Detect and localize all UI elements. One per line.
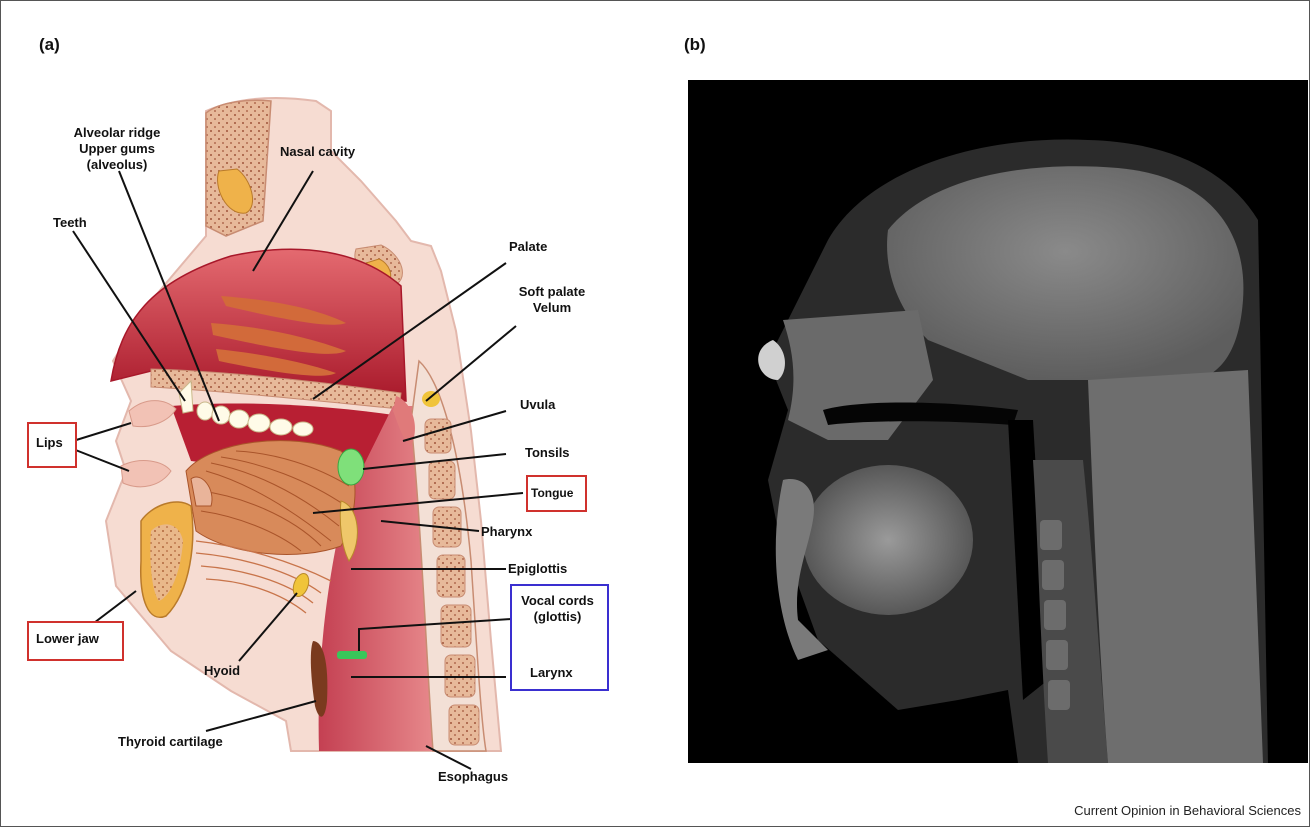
label-epiglottis: Epiglottis (508, 561, 567, 577)
label-alveolar: Alveolar ridge Upper gums (alveolus) (61, 125, 173, 173)
label-soft-palate-line2: Velum (516, 300, 588, 316)
label-lips: Lips (36, 435, 63, 451)
label-alveolar-line1: Alveolar ridge (61, 125, 173, 141)
label-palate: Palate (509, 239, 547, 255)
label-vocal-cords-line1: Vocal cords (512, 593, 603, 609)
label-thyroid-cartilage: Thyroid cartilage (118, 734, 223, 750)
panel-a-anatomy: (a) (1, 1, 661, 827)
skull-bone (206, 100, 271, 236)
label-esophagus: Esophagus (438, 769, 508, 785)
mri-sagittal-image (688, 80, 1308, 763)
label-teeth: Teeth (53, 215, 87, 231)
label-larynx: Larynx (530, 665, 573, 681)
label-alveolar-line3: (alveolus) (61, 157, 173, 173)
mri-neck (1088, 370, 1263, 763)
label-hyoid: Hyoid (204, 663, 240, 679)
label-uvula: Uvula (520, 397, 555, 413)
tonsil (338, 449, 364, 485)
label-nasal-cavity: Nasal cavity (280, 144, 355, 160)
mri-head-silhouette (688, 80, 1308, 763)
label-tonsils: Tonsils (525, 445, 570, 461)
label-soft-palate: Soft palate Velum (516, 284, 588, 316)
mri-tongue (803, 465, 973, 615)
label-pharynx: Pharynx (481, 524, 532, 540)
label-vocal-cords: Vocal cords (glottis) (512, 593, 603, 625)
vocal-cords-green (337, 651, 367, 659)
label-vocal-cords-line2: (glottis) (512, 609, 603, 625)
velum-fat (422, 391, 440, 407)
label-lower-jaw: Lower jaw (36, 631, 99, 647)
panel-b-label: (b) (684, 35, 706, 55)
label-soft-palate-line1: Soft palate (516, 284, 588, 300)
label-alveolar-line2: Upper gums (61, 141, 173, 157)
credit-line: Current Opinion in Behavioral Sciences (1074, 803, 1301, 818)
label-tongue: Tongue (531, 485, 573, 501)
